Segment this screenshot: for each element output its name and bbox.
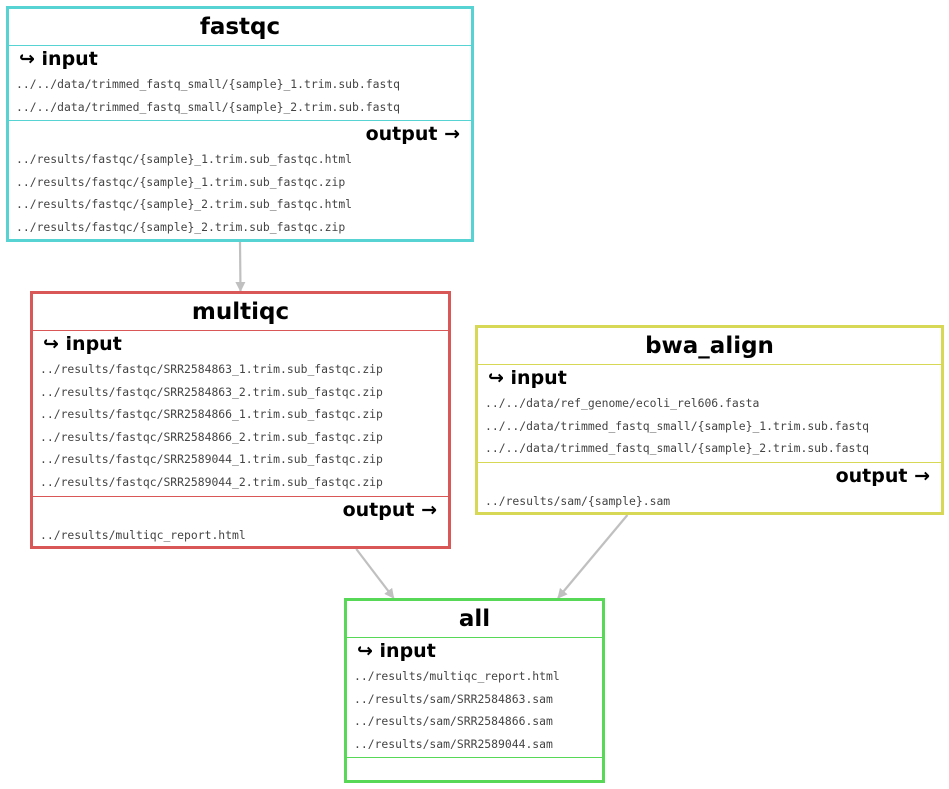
output-file: ../results/fastqc/{sample}_2.trim.sub_fa… bbox=[16, 219, 346, 234]
edge-fastqc-to-multiqc bbox=[235, 241, 246, 292]
output-section: output → ../results/sam/{sample}.sam bbox=[478, 461, 941, 515]
node-multiqc[interactable]: multiqc ↪ input ../results/fastqc/SRR258… bbox=[30, 291, 451, 549]
output-file: ../results/multiqc_report.html bbox=[40, 527, 246, 542]
output-header: output → bbox=[478, 463, 941, 489]
node-title: all bbox=[458, 606, 491, 632]
output-label: output bbox=[342, 498, 415, 521]
input-header: ↪ input bbox=[347, 638, 602, 664]
input-arrow-icon: ↪ bbox=[488, 367, 504, 389]
input-label: input bbox=[379, 640, 436, 662]
output-header: output → bbox=[33, 497, 448, 523]
input-section: ↪ input ../../data/ref_genome/ecoli_rel6… bbox=[478, 364, 941, 462]
input-file: ../results/fastqc/SRR2584866_1.trim.sub_… bbox=[40, 407, 383, 422]
edge-multiqc-to-all bbox=[355, 548, 395, 599]
input-label: input bbox=[510, 367, 567, 389]
input-file: ../results/multiqc_report.html bbox=[354, 669, 560, 683]
input-file: ../results/fastqc/SRR2584863_2.trim.sub_… bbox=[40, 384, 383, 399]
input-file: ../results/sam/SRR2584866.sam bbox=[354, 714, 553, 729]
output-section: output → ../results/fastqc/{sample}_1.tr… bbox=[9, 120, 471, 240]
input-file: ../results/fastqc/SRR2584866_2.trim.sub_… bbox=[40, 429, 383, 444]
node-title: multiqc bbox=[191, 299, 290, 325]
input-arrow-icon: ↪ bbox=[357, 640, 373, 662]
input-file: ../../data/trimmed_fastq_small/{sample}_… bbox=[485, 441, 870, 456]
output-section bbox=[347, 757, 602, 780]
input-file: ../../data/trimmed_fastq_small/{sample}_… bbox=[16, 77, 401, 91]
input-label: input bbox=[41, 48, 98, 70]
input-file: ../../data/trimmed_fastq_small/{sample}_… bbox=[485, 418, 870, 433]
output-header: output → bbox=[9, 121, 471, 147]
input-file: ../results/fastqc/SRR2589044_2.trim.sub_… bbox=[40, 474, 383, 489]
input-section: ↪ input ../results/multiqc_report.html .… bbox=[347, 637, 602, 757]
input-header: ↪ input bbox=[478, 365, 941, 391]
output-section: output → ../results/multiqc_report.html bbox=[33, 495, 448, 549]
input-file: ../../data/trimmed_fastq_small/{sample}_… bbox=[16, 99, 401, 114]
input-header: ↪ input bbox=[33, 331, 448, 357]
input-section: ↪ input ../results/fastqc/SRR2584863_1.t… bbox=[33, 330, 448, 496]
output-arrow-icon: → bbox=[444, 123, 460, 146]
output-file: ../results/sam/{sample}.sam bbox=[485, 493, 671, 508]
output-file: ../results/fastqc/{sample}_1.trim.sub_fa… bbox=[16, 152, 353, 167]
input-arrow-icon: ↪ bbox=[43, 333, 59, 355]
edge-bwa_align-to-all bbox=[557, 514, 629, 599]
input-file: ../results/fastqc/SRR2589044_1.trim.sub_… bbox=[40, 452, 383, 467]
output-file: ../results/fastqc/{sample}_2.trim.sub_fa… bbox=[16, 197, 353, 212]
input-label: input bbox=[65, 333, 122, 355]
node-title: fastqc bbox=[199, 14, 281, 40]
output-label: output bbox=[365, 123, 438, 146]
output-arrow-icon: → bbox=[421, 498, 437, 521]
node-all[interactable]: all ↪ input ../results/multiqc_report.ht… bbox=[344, 598, 605, 783]
node-bwa-align[interactable]: bwa_align ↪ input ../../data/ref_genome/… bbox=[475, 325, 944, 515]
output-arrow-icon: → bbox=[914, 464, 930, 487]
input-section: ↪ input ../../data/trimmed_fastq_small/{… bbox=[9, 45, 471, 120]
input-file: ../../data/ref_genome/ecoli_rel606.fasta bbox=[485, 396, 760, 410]
output-file: ../results/fastqc/{sample}_1.trim.sub_fa… bbox=[16, 174, 346, 189]
node-title: bwa_align bbox=[645, 333, 774, 359]
input-file: ../results/sam/SRR2584863.sam bbox=[354, 691, 553, 706]
input-arrow-icon: ↪ bbox=[19, 48, 35, 70]
node-fastqc[interactable]: fastqc ↪ input ../../data/trimmed_fastq_… bbox=[6, 6, 474, 242]
input-header: ↪ input bbox=[9, 46, 471, 72]
output-label: output bbox=[835, 464, 908, 487]
input-file: ../results/fastqc/SRR2584863_1.trim.sub_… bbox=[40, 362, 383, 376]
input-file: ../results/sam/SRR2589044.sam bbox=[354, 736, 553, 751]
